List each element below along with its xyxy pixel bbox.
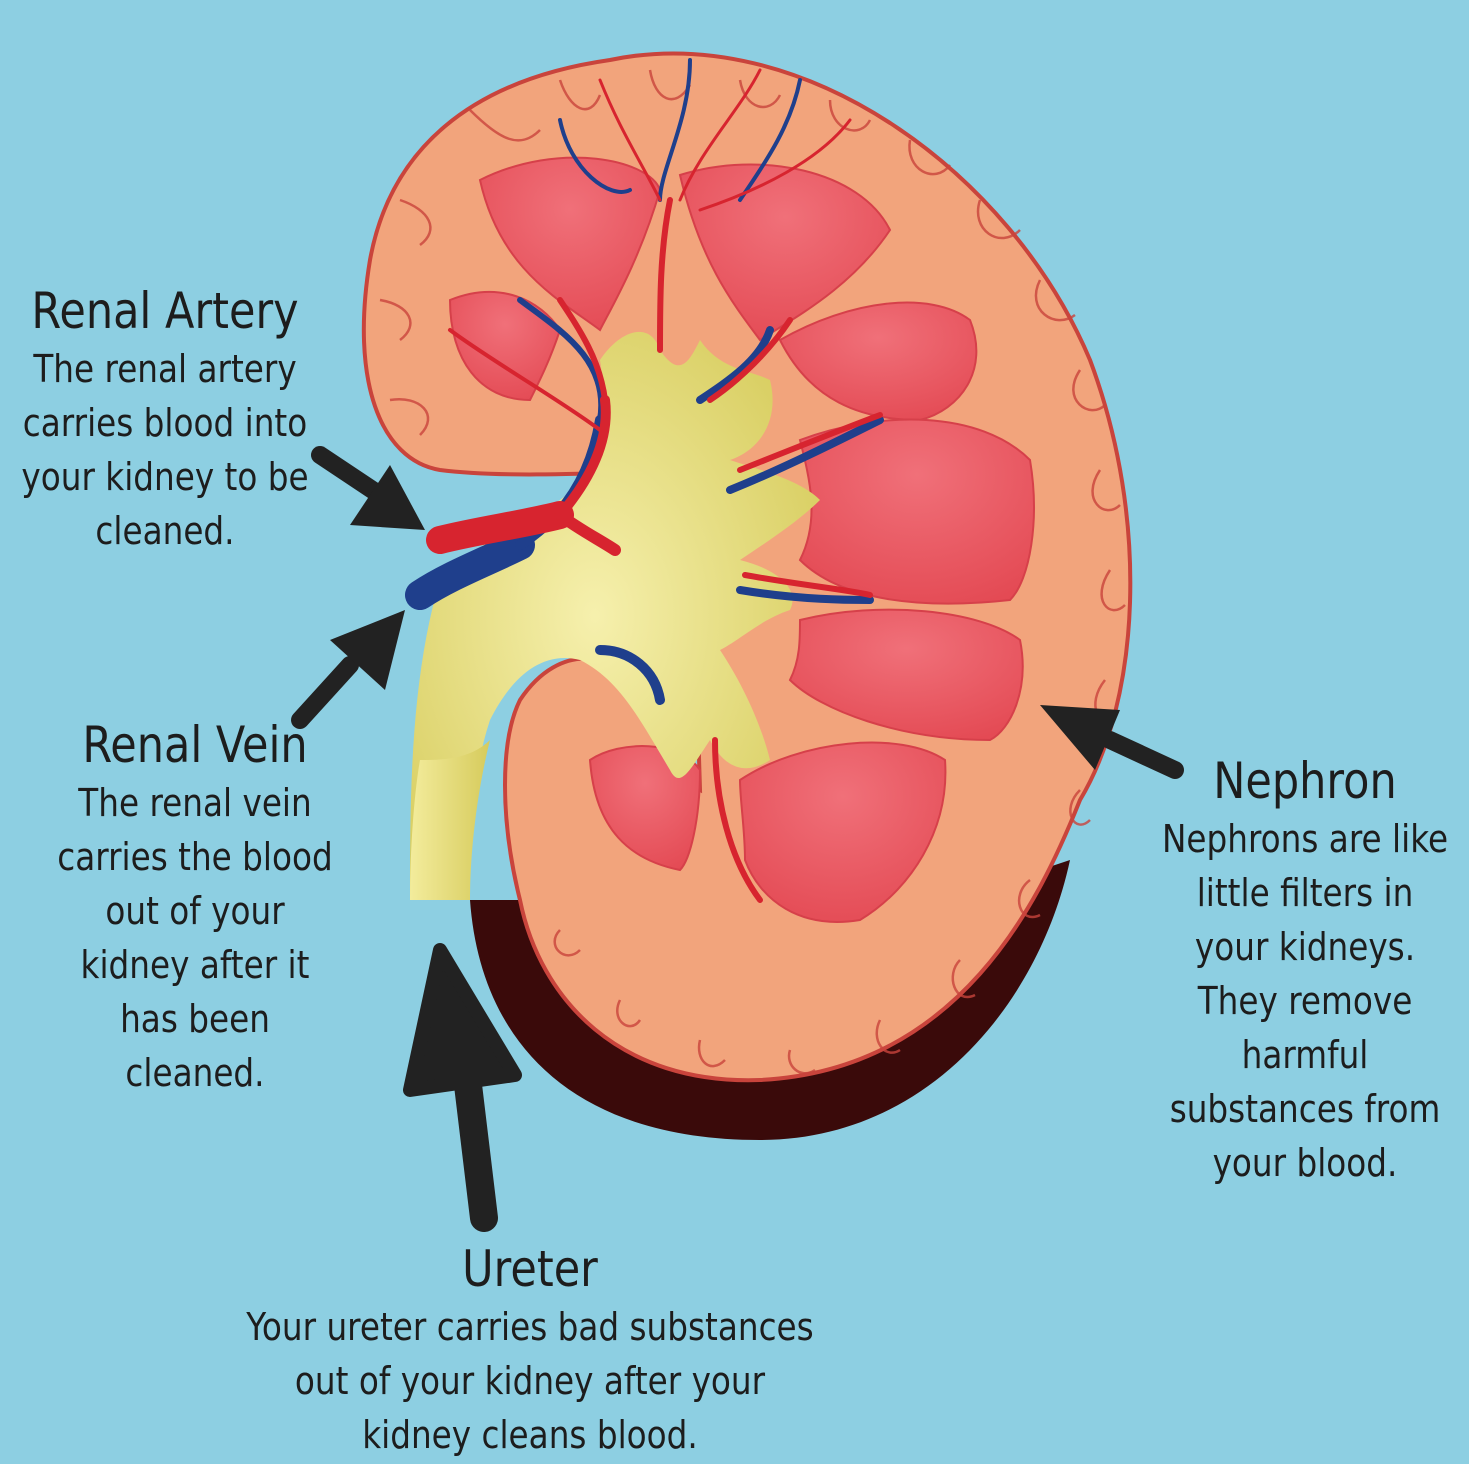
nephron-title: Nephron [1159, 752, 1451, 810]
renal-artery-label: Renal Artery The renal artery carries bl… [15, 282, 316, 558]
renal-vein-label: Renal Vein The renal vein carries the bl… [53, 716, 337, 1100]
renal-artery-title: Renal Artery [15, 282, 316, 340]
renal-artery-description: The renal artery carries blood into your… [15, 342, 316, 558]
ureter-tube [410, 740, 490, 900]
arrow-renal-artery [320, 455, 425, 530]
ureter-description: Your ureter carries bad substances out o… [238, 1300, 823, 1462]
ureter-title: Ureter [238, 1240, 823, 1298]
arrow-renal-vein [300, 610, 405, 720]
renal-vein-title: Renal Vein [53, 716, 337, 774]
renal-vein-description: The renal vein carries the blood out of … [53, 776, 337, 1100]
ureter-label: Ureter Your ureter carries bad substance… [238, 1240, 823, 1462]
nephron-label: Nephron Nephrons are like little filters… [1159, 752, 1451, 1190]
nephron-description: Nephrons are like little filters in your… [1159, 812, 1451, 1190]
